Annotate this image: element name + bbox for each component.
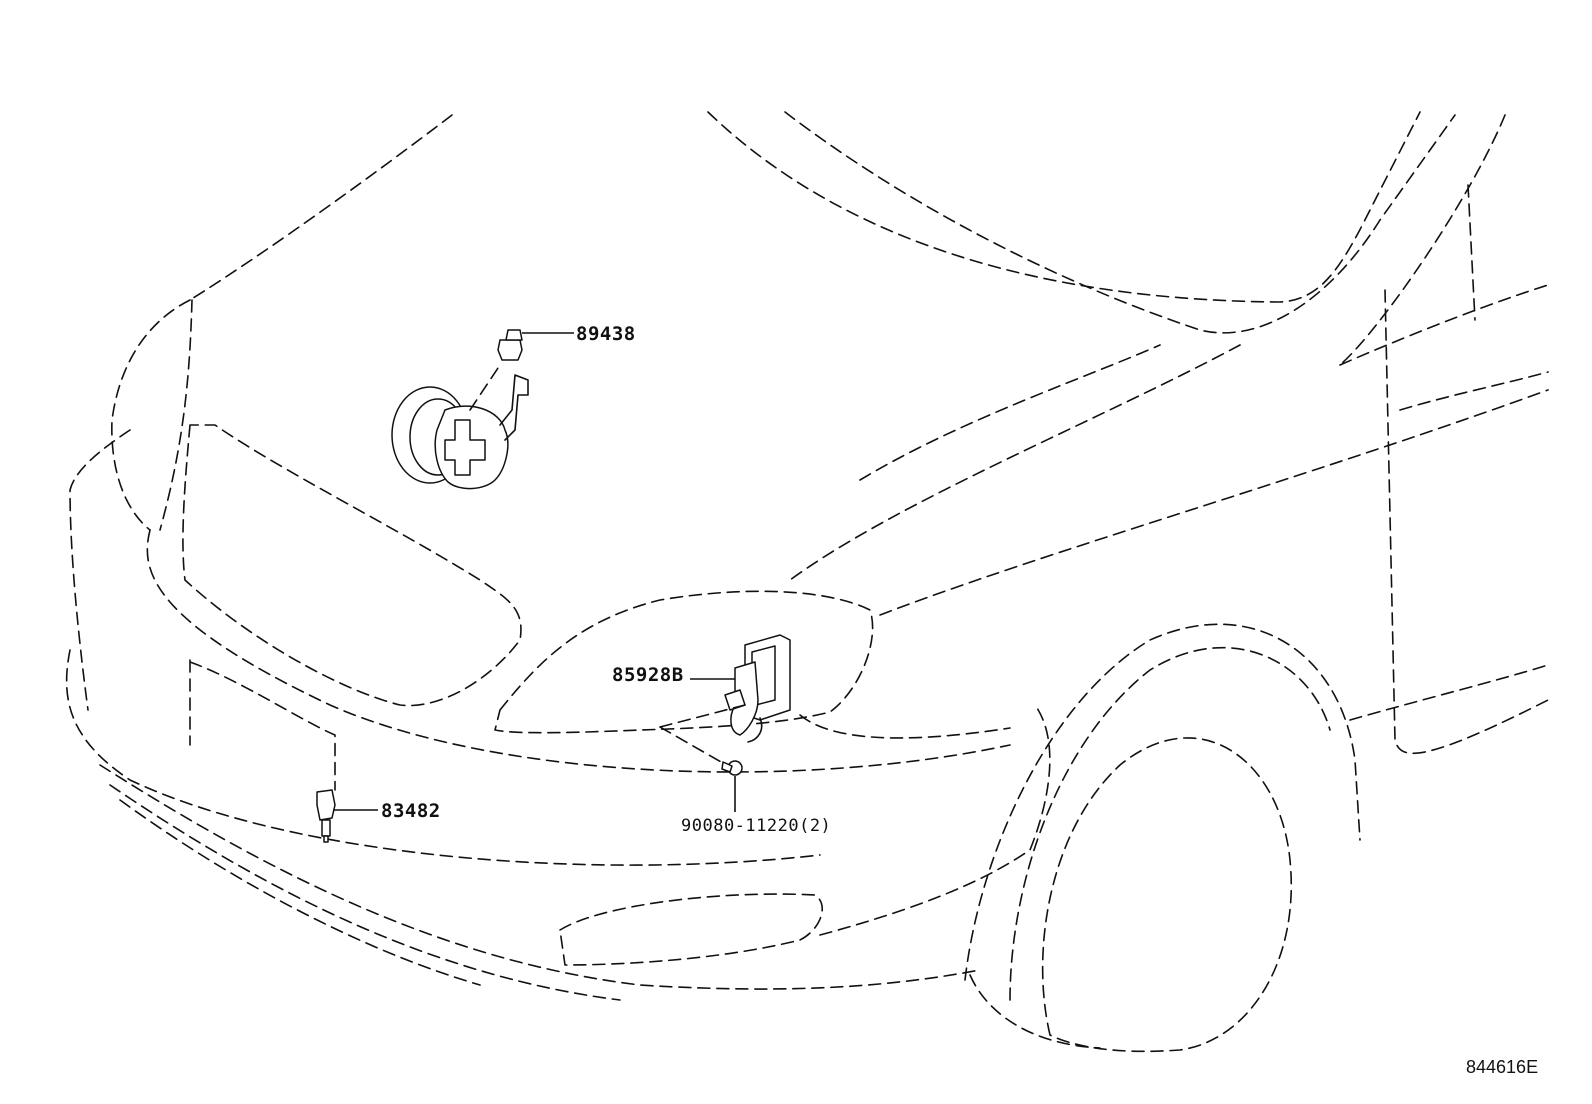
part-label-horn: 89438 <box>576 323 636 345</box>
mirror-line <box>1467 184 1476 321</box>
wheel-arch-outer <box>964 623 1361 981</box>
fender-front <box>819 704 1051 936</box>
hood-crease <box>859 344 1161 481</box>
bumper-bottom-2 <box>109 784 621 1001</box>
bumper-top <box>69 429 131 711</box>
plate-area <box>189 659 336 791</box>
side-window-upper <box>1339 284 1549 366</box>
door-belt <box>1399 371 1549 411</box>
screw-icon <box>721 760 743 776</box>
wheel-arch-inner <box>1009 646 1331 1001</box>
hood-rear <box>789 344 1241 581</box>
hood-left-edge <box>189 114 453 301</box>
a-pillar <box>1339 114 1506 366</box>
windshield-line <box>784 111 1456 334</box>
bumper-face <box>146 529 1011 773</box>
fog-lamp <box>559 893 824 966</box>
wheel-tire <box>1041 737 1292 1053</box>
diagram-reference-code: 844616E <box>1466 1057 1539 1077</box>
door-front <box>1384 289 1549 754</box>
fender-lower <box>1349 664 1549 721</box>
part-label-lower-sensor: 83482 <box>381 800 441 822</box>
hood-front-left <box>111 299 191 531</box>
wheel-bottom <box>969 974 1101 1049</box>
fender-line <box>879 389 1549 616</box>
bumper-bottom-1 <box>99 764 981 990</box>
sensor-screw-guide <box>659 704 746 771</box>
hood-fold <box>159 299 193 531</box>
part-label-screw: 90080-11220(2) <box>681 816 832 836</box>
headlamp-inner <box>799 714 1011 739</box>
headlamp-sensor-icon <box>724 634 791 743</box>
horn-connector-icon <box>497 329 523 361</box>
part-label-headlamp-sensor: 85928B <box>612 664 684 686</box>
bumper-lower <box>65 649 821 866</box>
lower-sensor-icon <box>316 789 336 843</box>
horn-icon <box>391 364 529 490</box>
headlamp-outline <box>494 590 874 734</box>
hood-center-line <box>707 111 1421 303</box>
